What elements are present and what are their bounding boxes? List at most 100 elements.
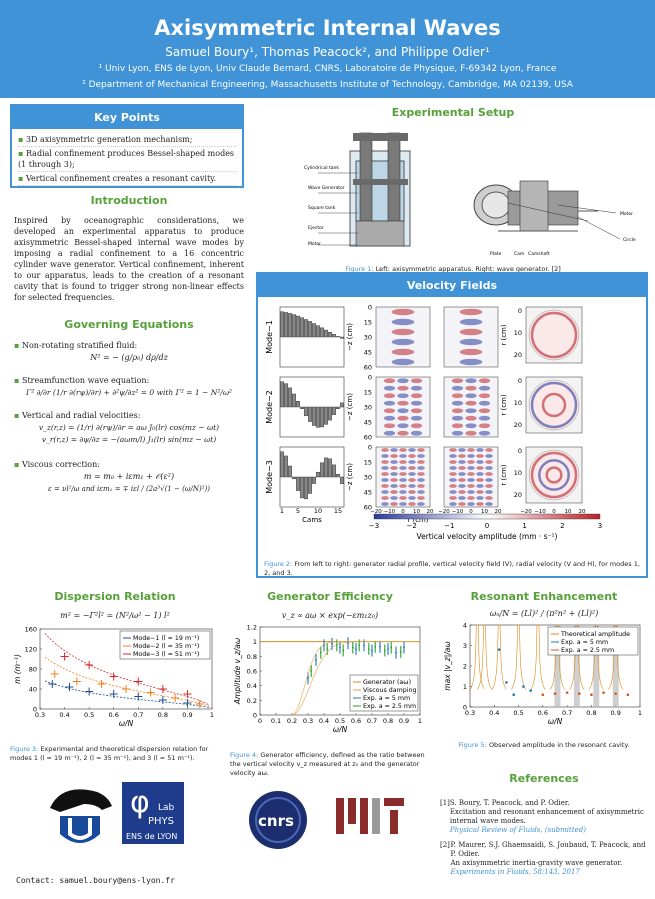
z-tick: 60 (364, 364, 372, 372)
profile-bar (320, 327, 324, 338)
data-point (331, 642, 333, 645)
velocity-blob (417, 472, 425, 476)
z-axis-label: −z (cm) (346, 323, 354, 351)
r-tick: −20 (438, 509, 450, 515)
data-point (387, 648, 389, 650)
theory-peak (588, 624, 604, 690)
generator-label: Camshaft (528, 251, 550, 257)
profile-bar (328, 406, 332, 421)
r-tick: 10 (413, 509, 420, 515)
x-tick-label: 1 (638, 709, 642, 717)
y-tick-label: 0.4 (247, 682, 257, 690)
velocity-blob (390, 496, 398, 500)
profile-bar (288, 387, 292, 408)
velocity-blob (391, 338, 415, 346)
setup-label: Wave Generator (308, 185, 345, 191)
velocity-blob (449, 490, 457, 494)
velocity-blob (449, 472, 457, 476)
velocity-blob (410, 385, 423, 391)
velocity-blob (465, 415, 477, 421)
references-title: References (509, 772, 579, 785)
dispersion-section: Dispersion Relation m² = −Γ²l² = (N²/ω² … (10, 590, 220, 763)
y-tick-label: 1 (463, 683, 467, 691)
velocity-blob (458, 496, 466, 500)
caption-label: Figure 1: (345, 265, 374, 273)
colorbar-tick: −2 (407, 522, 417, 530)
velocity-blob (383, 408, 396, 414)
setup-section: Experimental Setup Cylindrical tank Wave… (258, 106, 648, 274)
velocity-blob (476, 448, 484, 452)
velocity-blob (449, 478, 457, 482)
colorbar-tick: 2 (560, 522, 564, 530)
x-axis-label: ω/N (548, 717, 563, 726)
legend-entry: Exp. a = 2.5 mm (363, 703, 416, 710)
x-tick-label: 0.3 (465, 709, 475, 717)
ref-journal[interactable]: Experiments in Fluids, 58:143, 2017 (450, 868, 580, 876)
colorbar-tick: 1 (522, 522, 526, 530)
ref-authors: S. Boury, T. Peacock, and P. Odier. (449, 799, 570, 807)
profile-bar (312, 406, 316, 426)
z-tick: 45 (364, 349, 372, 357)
velocity-blob (417, 478, 425, 482)
circle-ring (530, 451, 578, 499)
velocity-blob (399, 496, 407, 500)
x-tick-label: 0.5 (84, 711, 94, 719)
equation: m = m₀ + iεm₁ + 𝒪(ε²) (83, 472, 175, 481)
velocity-blob (390, 490, 398, 494)
ref-journal[interactable]: Physical Review of Fluids, (submitted) (449, 826, 587, 834)
affiliation-1: ¹ Univ Lyon, ENS de Lyon, Univ Claude Be… (98, 64, 557, 74)
profile-bar (320, 406, 324, 428)
profile-bar (336, 336, 340, 338)
profile-bar (292, 314, 296, 338)
profile-bar (312, 323, 316, 338)
generator-label: Cam (514, 251, 524, 257)
velocity-blob (391, 308, 415, 316)
legend-entry: Mode−1 (l = 19 m⁻¹) (133, 635, 199, 642)
data-point (371, 649, 373, 652)
velocity-blob (399, 466, 407, 470)
velocity-blob (417, 502, 425, 506)
r-tick: −10 (452, 509, 464, 515)
profile-bar (300, 406, 304, 409)
velocity-blob (381, 478, 389, 482)
velocity-blob (485, 466, 493, 470)
velocity-blob (390, 502, 398, 506)
z-axis-label: −z (cm) (346, 463, 354, 491)
ref-authors: P. Maurer, S.J. Ghaemsaidi, S. Joubaud, … (450, 841, 646, 858)
setup-label: Cylindrical tank (304, 165, 339, 171)
figure-3-caption: Figure 3: Experimental and theoretical d… (10, 745, 220, 763)
r-tick: 20 (579, 509, 586, 515)
r-tick: 10 (514, 469, 522, 477)
velocity-blob (390, 466, 398, 470)
contact-info[interactable]: Contact: samuel.boury@ens-lyon.fr (16, 876, 175, 885)
data-point (315, 659, 317, 661)
eq-bullet: Viscous correction: (14, 460, 244, 469)
profile-bar (328, 332, 332, 338)
velocity-blob (465, 378, 477, 384)
data-point (529, 689, 533, 692)
velocity-blob (459, 338, 483, 346)
velocity-blob (458, 484, 466, 488)
circle-ring (545, 466, 563, 484)
key-points-title: Key Points (12, 106, 242, 129)
velocity-blob (467, 460, 475, 464)
cam-tick: 5 (296, 507, 300, 515)
x-tick-label: 0.8 (383, 717, 393, 725)
r-tick: 0 (518, 377, 522, 385)
z-tick: 30 (364, 334, 372, 342)
velocity-blob (381, 490, 389, 494)
cams-label: Cams (302, 516, 322, 524)
poster-title: Axisymmetric Internal Waves (154, 16, 501, 40)
profile-bar (336, 473, 340, 478)
velocity-blob (451, 400, 464, 406)
y-tick-label: 0 (253, 712, 257, 720)
y-tick-label: 0 (33, 706, 37, 714)
colorbar-label: Vertical velocity amplitude (mm · s⁻¹) (417, 532, 558, 541)
eq-bullet: Vertical and radial velocities: (14, 411, 244, 420)
profile-bar (340, 476, 344, 484)
r-axis-label: r (cm) (500, 324, 508, 346)
x-tick-label: 0.2 (287, 717, 297, 725)
